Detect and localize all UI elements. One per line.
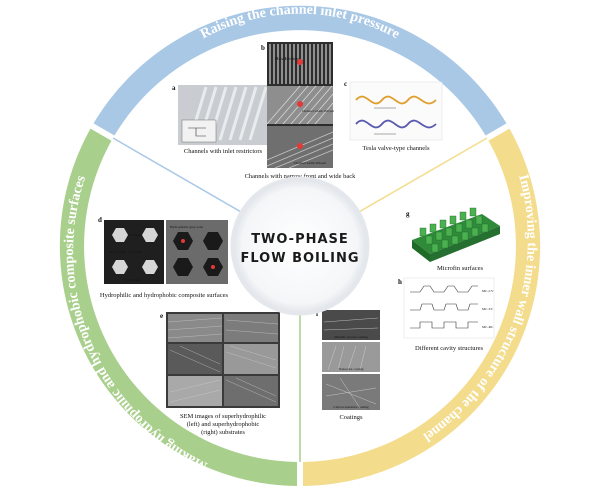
panel-c-tesla-1 xyxy=(355,95,437,105)
panel-d-letter: d xyxy=(98,216,102,224)
panel-b-label-100: Channel width 100 μm xyxy=(302,109,334,113)
panel-g-front xyxy=(430,226,500,262)
panel-f-tile-1 xyxy=(322,310,380,340)
panel-d-dot-1 xyxy=(181,239,185,243)
panel-a-caption: Channels with inlet restrictors xyxy=(184,148,263,155)
panel-h-letter: h xyxy=(398,278,402,286)
panel-c-letter: c xyxy=(344,80,347,88)
panel-f-texture xyxy=(323,317,379,409)
panel-d-dot-2 xyxy=(211,265,215,269)
panel-d-caption: Hydrophilic and hydrophobic composite su… xyxy=(100,292,229,299)
panel-g-fins xyxy=(419,207,489,253)
panel-d-label-back: Hydrophilic back zone xyxy=(110,250,142,254)
panel-f-letter: f xyxy=(316,310,319,318)
panel-d-label-grey: Hydrophobic grey zone xyxy=(170,225,203,229)
panel-e: e SEM images of superhydrophilic (left) … xyxy=(160,312,280,436)
panel-f-label-1: Metallic porous coating xyxy=(334,335,367,339)
panel-e-letter: e xyxy=(160,312,163,320)
panel-g-caption: Microfin surfaces xyxy=(437,265,483,272)
panel-g-side xyxy=(412,240,430,262)
panel-d-label-d: d = 80μm xyxy=(128,233,142,237)
center-title-line-1: TWO-PHASE xyxy=(251,232,349,247)
panel-b-stripes xyxy=(269,44,331,84)
panel-a: a Channels with inlet restrictors xyxy=(172,84,268,155)
panel-b-caption: Channels with narrow front and wide back xyxy=(245,173,357,180)
center-title-line-2: FLOW BOILING xyxy=(240,251,359,266)
panel-f-caption: Coatings xyxy=(339,414,363,421)
panel-d: d d = 80μm Hydrophilic back zone p = 500… xyxy=(98,216,229,299)
panel-d-hex-7 xyxy=(173,258,193,276)
panel-h-profile-2 xyxy=(410,303,478,311)
panel-f-label-3: Carbon nanotube coating xyxy=(333,405,368,409)
panel-h-label-tc: MC-TC xyxy=(482,307,494,311)
panel-d-hex-3 xyxy=(112,260,128,274)
panel-f: f Metallic porous coating Nanowire coati… xyxy=(316,310,380,421)
panel-c-tesla-2 xyxy=(355,119,437,129)
panel-b-label-200: Channel width 200 μm xyxy=(294,161,326,165)
panel-h-image xyxy=(403,277,495,339)
panel-h-profile-3 xyxy=(410,321,478,329)
panel-b-letter: b xyxy=(261,44,265,52)
panel-h-label-cv: MC-CV xyxy=(482,289,494,293)
panel-b: b Flow direction Channel width 100 μm Ch… xyxy=(245,42,357,180)
panel-e-caption-line-1: SEM images of superhydrophilic xyxy=(180,413,266,420)
panel-e-texture xyxy=(167,317,279,403)
panel-g-letter: g xyxy=(406,210,410,218)
panel-c-caption: Tesla valve-type channels xyxy=(362,145,430,152)
panel-e-tile-2 xyxy=(224,314,278,342)
panel-g: g Microfin surfaces xyxy=(406,207,500,272)
panel-b-marker-2 xyxy=(297,101,303,107)
panel-f-tile-2 xyxy=(322,342,380,372)
panel-c-image xyxy=(349,81,443,141)
panel-h-label-rc: MC-RC xyxy=(482,325,494,329)
panel-d-hex-6 xyxy=(203,232,223,250)
panel-d-label-p: p = 500μm xyxy=(125,278,141,282)
panel-e-caption-line-2: (left) and superhydrophobic xyxy=(187,421,260,428)
panel-a-inset xyxy=(181,119,217,143)
panel-d-hex-2 xyxy=(142,228,158,242)
panel-c: c Tesla valve-type channels xyxy=(344,80,443,152)
panel-b-marker-3 xyxy=(297,143,303,149)
panel-h: h MC-CV MC-TC MC-RC Different cavity str… xyxy=(398,277,495,352)
panel-h-profile-1 xyxy=(410,285,478,293)
panel-a-letter: a xyxy=(172,84,176,92)
panel-b-marker-1 xyxy=(297,59,303,65)
panel-d-hex-1 xyxy=(112,228,128,242)
panel-d-hex-4 xyxy=(142,260,158,274)
panel-f-label-2: Nanowire coating xyxy=(339,367,364,371)
panel-b-label-flow: Flow direction xyxy=(275,56,298,61)
panel-e-tile-4 xyxy=(224,344,278,374)
panel-h-caption: Different cavity structures xyxy=(415,345,484,352)
panel-e-caption-line-3: (right) substrates xyxy=(201,429,245,436)
panel-a-inset-sketch xyxy=(188,127,206,137)
panel-e-tile-5 xyxy=(168,376,222,406)
center-circle xyxy=(230,176,370,316)
